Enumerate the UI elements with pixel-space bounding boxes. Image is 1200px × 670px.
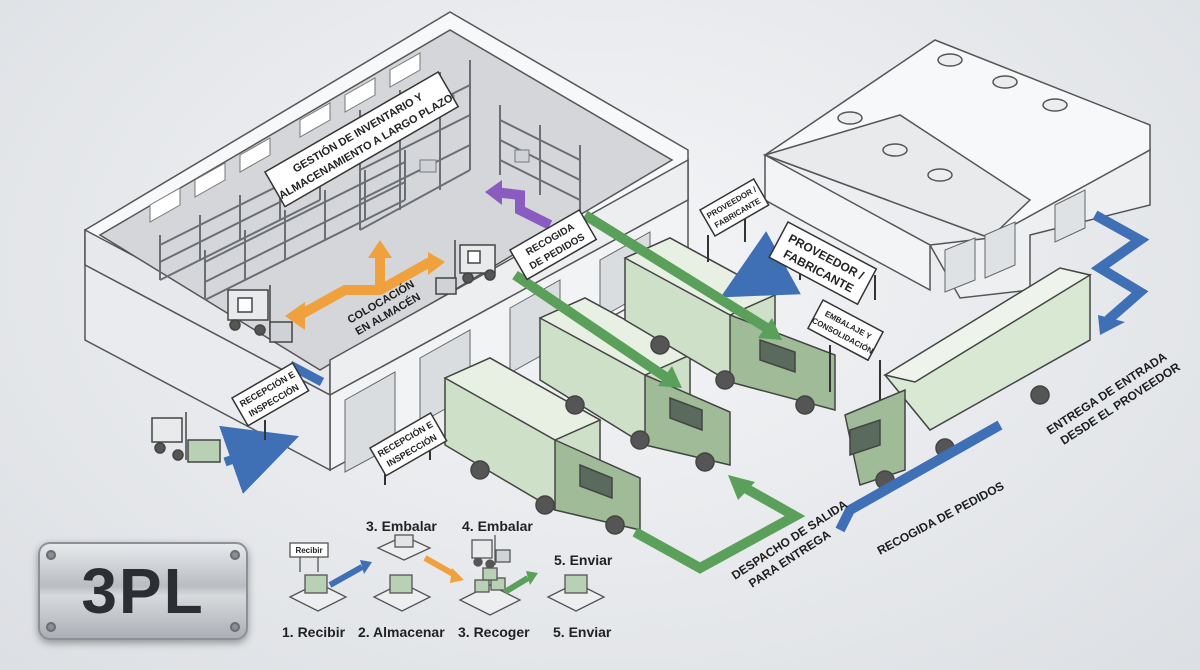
order-picking-arrow bbox=[835, 420, 1003, 533]
inbound-arrowhead bbox=[1098, 315, 1125, 335]
receiving-arrow bbox=[219, 425, 299, 494]
screw-icon bbox=[230, 550, 240, 560]
truck-icon bbox=[844, 267, 1092, 490]
screw-icon bbox=[230, 622, 240, 632]
step-label-ship: 5. Enviar bbox=[553, 624, 612, 640]
inbound-arrow bbox=[1090, 210, 1150, 324]
step-label-store: 2. Almacenar bbox=[358, 624, 445, 640]
outbound-arrowhead bbox=[658, 366, 682, 388]
supplier-sign-small: PROVEEDOR / FABRICANTE bbox=[698, 177, 770, 262]
pick-boxes-icon bbox=[458, 567, 522, 616]
forklift-step-icon bbox=[471, 535, 511, 569]
outbound-arrow bbox=[512, 210, 806, 574]
supplier-factory bbox=[762, 39, 1151, 299]
forklift-icon bbox=[151, 412, 221, 463]
receive-box-icon bbox=[288, 574, 348, 612]
screw-icon bbox=[46, 550, 56, 560]
putaway-arrow bbox=[297, 255, 433, 320]
order-picking-text: RECOGIDA DE PEDIDOS bbox=[875, 479, 1007, 558]
outbound-arrowhead bbox=[728, 475, 755, 500]
step-label-receive: 1. Recibir bbox=[282, 624, 346, 640]
ship-box-icon bbox=[546, 574, 606, 612]
step-label-ship-top: 5. Enviar bbox=[554, 552, 613, 568]
step-label-pack-2: 4. Embalar bbox=[462, 518, 533, 534]
inbound-label: ENTREGA DE ENTRADA DESDE EL PROVEEDOR bbox=[1044, 349, 1183, 447]
outbound-arrowhead bbox=[758, 318, 782, 340]
store-box-icon bbox=[372, 574, 432, 612]
badge-text: 3PL bbox=[81, 555, 205, 627]
picking-arrow bbox=[494, 187, 553, 230]
truck-icon bbox=[443, 357, 641, 535]
forklift-icon bbox=[435, 240, 496, 295]
picking-sign: RECOGIDA DE PEDIDOS bbox=[508, 208, 598, 281]
picking-arrowhead bbox=[485, 180, 502, 205]
3pl-badge: 3PL bbox=[38, 542, 248, 640]
putaway-arrowhead bbox=[368, 240, 392, 258]
forklift-icon bbox=[227, 285, 293, 343]
process-steps: Recibir bbox=[288, 534, 606, 616]
order-picking-label: RECOGIDA DE PEDIDOS bbox=[875, 479, 1007, 558]
putaway-arrowhead bbox=[285, 302, 305, 330]
pack-box-icon bbox=[376, 534, 432, 561]
screw-icon bbox=[46, 622, 56, 632]
step-label-pick: 3. Recoger bbox=[458, 624, 530, 640]
putaway-arrowhead bbox=[428, 252, 445, 275]
inbound-line1: ENTREGA DE ENTRADA bbox=[1044, 349, 1170, 437]
receive-sign-icon: Recibir bbox=[289, 542, 329, 572]
receive-sign-text: Recibir bbox=[295, 546, 322, 555]
step-label-pack: 3. Embalar bbox=[366, 518, 437, 534]
